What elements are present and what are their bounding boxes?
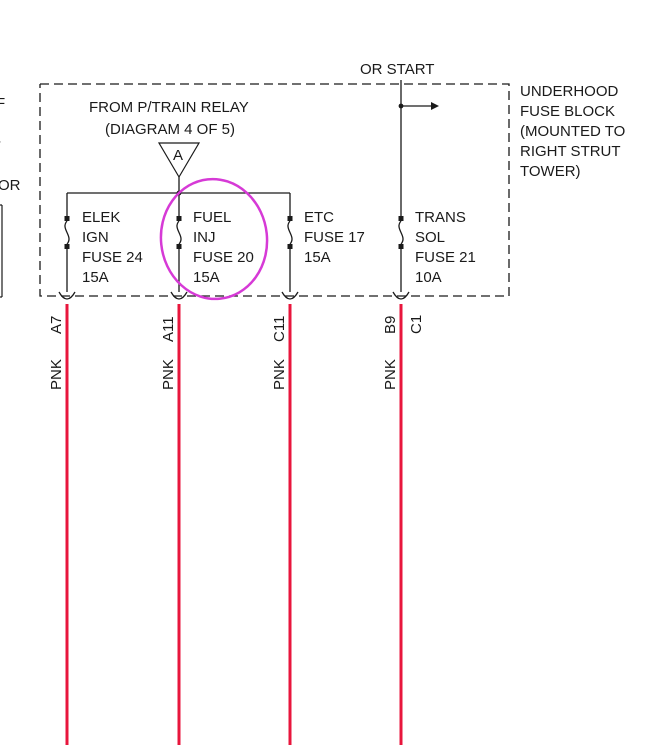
wire-color-b9: PNK <box>382 359 399 390</box>
pin-label-c1: C1 <box>408 315 425 334</box>
left-fragment-3: OR <box>0 177 21 194</box>
connector-a-letter: A <box>173 147 183 164</box>
pin-label-b9: B9 <box>382 316 399 334</box>
highlight-circle <box>159 177 269 301</box>
wire-color-a11: PNK <box>160 359 177 390</box>
fuse-3-line-2: FUSE 17 <box>304 229 365 246</box>
fuse-3-line-3: 15A <box>304 249 331 266</box>
fuse-1-line-1: ELEK <box>82 209 120 226</box>
fuse-4-line-3: FUSE 21 <box>415 249 476 266</box>
fuse-2-line-1: FUEL <box>193 209 231 226</box>
fuse-3-line-1: ETC <box>304 209 334 226</box>
from-relay-label: FROM P/TRAIN RELAY <box>89 99 249 116</box>
connector-chevron-a11 <box>170 291 188 300</box>
or-start-label: OR START <box>360 61 434 78</box>
fuse-2-line-3: FUSE 20 <box>193 249 254 266</box>
fuse-trans-sol: TRANS SOL FUSE 21 10A <box>392 209 476 300</box>
fuse-4-line-4: 10A <box>415 269 442 286</box>
fuse-2-line-4: 15A <box>193 269 220 286</box>
fuse-block-line-4: RIGHT STRUT <box>520 143 621 160</box>
fuse-block-line-3: (MOUNTED TO <box>520 123 625 140</box>
fuse-etc: ETC FUSE 17 15A <box>281 193 365 300</box>
fuse-elek-ign: ELEK IGN FUSE 24 15A <box>58 193 143 300</box>
start-branch-arrow <box>431 102 439 110</box>
fuse-1-line-4: 15A <box>82 269 109 286</box>
left-fragment-2: - <box>0 133 1 150</box>
pin-label-a7: A7 <box>48 316 65 334</box>
fuse-1-line-3: FUSE 24 <box>82 249 143 266</box>
wire-color-c11: PNK <box>271 359 288 390</box>
pin-label-a11: A11 <box>160 316 177 342</box>
left-fragment-1: F <box>0 95 5 112</box>
wire-color-a7: PNK <box>48 359 65 390</box>
connector-chevron-a7 <box>58 291 76 300</box>
fuse-block-line-2: FUSE BLOCK <box>520 103 615 120</box>
fuse-1-line-2: IGN <box>82 229 109 246</box>
fuse-block-outline <box>39 83 510 297</box>
fuse-block-line-1: UNDERHOOD <box>520 83 619 100</box>
fuse-block-line-5: TOWER) <box>520 163 581 180</box>
fuse-fuel-inj: FUEL INJ FUSE 20 15A <box>170 193 254 300</box>
diagram-ref-label: (DIAGRAM 4 OF 5) <box>105 121 235 138</box>
connector-a-triangle <box>157 142 201 179</box>
fuse-4-line-1: TRANS <box>415 209 466 226</box>
pin-label-c11: C11 <box>271 316 288 342</box>
fuse-2-line-2: INJ <box>193 229 216 246</box>
connector-chevron-c11 <box>281 291 299 300</box>
fuse-4-line-2: SOL <box>415 229 445 246</box>
connector-chevron-b9 <box>392 291 410 300</box>
